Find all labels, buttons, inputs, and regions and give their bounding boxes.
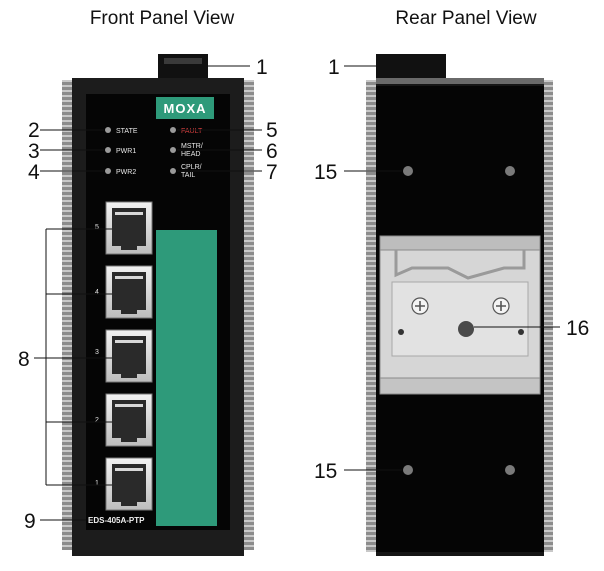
led-pwr1-label: PWR1 [116,148,136,155]
callout-6: 6 [266,140,278,163]
led-pwr2-label: PWR2 [116,169,136,176]
callout-5: 5 [266,119,278,142]
callout-7: 7 [266,161,278,184]
led-pwr2 [105,168,111,174]
rj45-port-2[interactable] [105,393,153,447]
led-state [105,127,111,133]
led-mstr-label-line2: HEAD [181,151,200,158]
led-cplr-label-line1: CPLR/ [181,164,202,171]
led-state-label: STATE [116,128,138,135]
led-mstr [170,147,176,153]
led-cplr-label-line2: TAIL [181,172,195,179]
port-1-label: 1 [95,480,99,487]
din-rail-release-hole [458,321,474,337]
brand-logo: MOXA [164,101,207,116]
brand-logo-plate [156,97,214,119]
callout-1-front: 1 [256,56,268,79]
din-rail-bracket [379,235,541,395]
led-pwr1 [105,147,111,153]
rear-screw-top-left [403,166,413,176]
port-4-label: 4 [95,289,99,296]
front-panel: MOXA STATE PWR1 PWR2 FAULT MSTR/ HEAD CP… [62,54,254,556]
rear-screw-bottom-right [505,465,515,475]
callout-4: 4 [28,161,40,184]
port-5-label: 5 [95,224,99,231]
callout-1-rear: 1 [328,56,340,79]
callout-16: 16 [566,317,589,340]
led-fault [170,127,176,133]
rj45-port-4[interactable] [105,265,153,319]
front-panel-title: Front Panel View [90,8,235,29]
rear-top-clip [376,54,446,82]
port-3-label: 3 [95,349,99,356]
rear-screw-bottom-left [403,465,413,475]
callout-8: 8 [18,348,30,371]
rj45-port-5[interactable] [105,201,153,255]
port-2-label: 2 [95,417,99,424]
callout-15-top: 15 [314,161,337,184]
led-cplr [170,168,176,174]
callout-3: 3 [28,140,40,163]
rj45-port-3[interactable] [105,329,153,383]
model-label: EDS-405A-PTP [88,516,145,525]
led-fault-label: FAULT [181,128,203,135]
rear-panel [366,54,553,556]
rear-screw-top-right [505,166,515,176]
front-accent-strip [156,230,217,526]
rear-callout-lines [344,65,560,471]
led-mstr-label-line1: MSTR/ [181,143,203,150]
rj45-port-1[interactable] [105,457,153,511]
rear-left-fins [366,80,378,552]
callout-2: 2 [28,119,40,142]
rear-panel-title: Rear Panel View [395,8,536,29]
callout-15-bottom: 15 [314,460,337,483]
front-callout-lines [34,65,262,521]
callout-9: 9 [24,510,36,533]
